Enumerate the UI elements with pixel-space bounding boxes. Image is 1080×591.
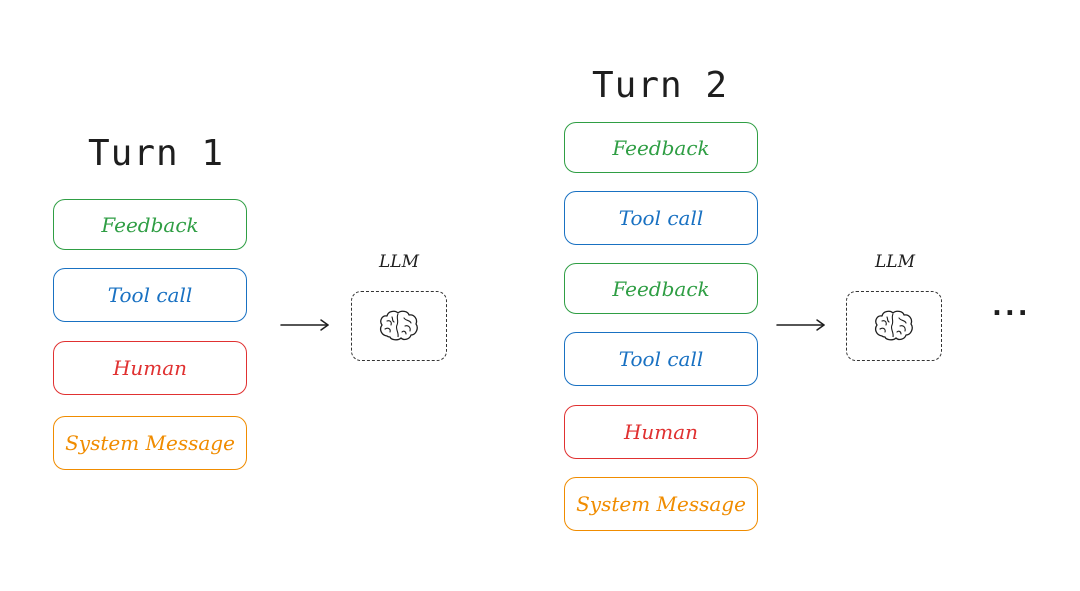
brain-icon <box>380 310 418 341</box>
turn-2-message-human: Human <box>564 405 758 459</box>
turn-2-message-tool-call: Tool call <box>564 332 758 386</box>
turn-2-message-feedback: Feedback <box>564 263 758 314</box>
turn-1-message-human: Human <box>53 341 247 395</box>
turn-1-message-system: System Message <box>53 416 247 470</box>
turn-1-message-feedback: Feedback <box>53 199 247 250</box>
turn-1-llm-box <box>351 291 447 361</box>
turn-2-llm-label: LLM <box>875 252 915 272</box>
message-label: System Message <box>65 431 235 455</box>
turn-2-llm-box <box>846 291 942 361</box>
turn-2-arrow <box>776 319 825 331</box>
message-label: System Message <box>576 492 746 516</box>
turn-2-message-feedback: Feedback <box>564 122 758 173</box>
turn-1-arrow <box>280 319 329 331</box>
brain-icon <box>875 310 913 341</box>
message-label: Tool call <box>618 347 704 371</box>
message-label: Tool call <box>618 206 704 230</box>
turn-1-message-tool-call: Tool call <box>53 268 247 322</box>
message-label: Feedback <box>612 135 710 160</box>
turn-2-title: Turn 2 <box>592 65 729 106</box>
message-label: Human <box>112 356 188 380</box>
turn-1-title: Turn 1 <box>88 133 225 174</box>
turn-2-message-system: System Message <box>564 477 758 531</box>
continuation-ellipsis: ... <box>992 292 1031 322</box>
message-label: Human <box>623 420 699 444</box>
message-label: Tool call <box>107 283 193 307</box>
message-label: Feedback <box>101 212 199 237</box>
turn-2-message-tool-call: Tool call <box>564 191 758 245</box>
message-label: Feedback <box>612 276 710 301</box>
turn-1-llm-label: LLM <box>379 252 419 272</box>
